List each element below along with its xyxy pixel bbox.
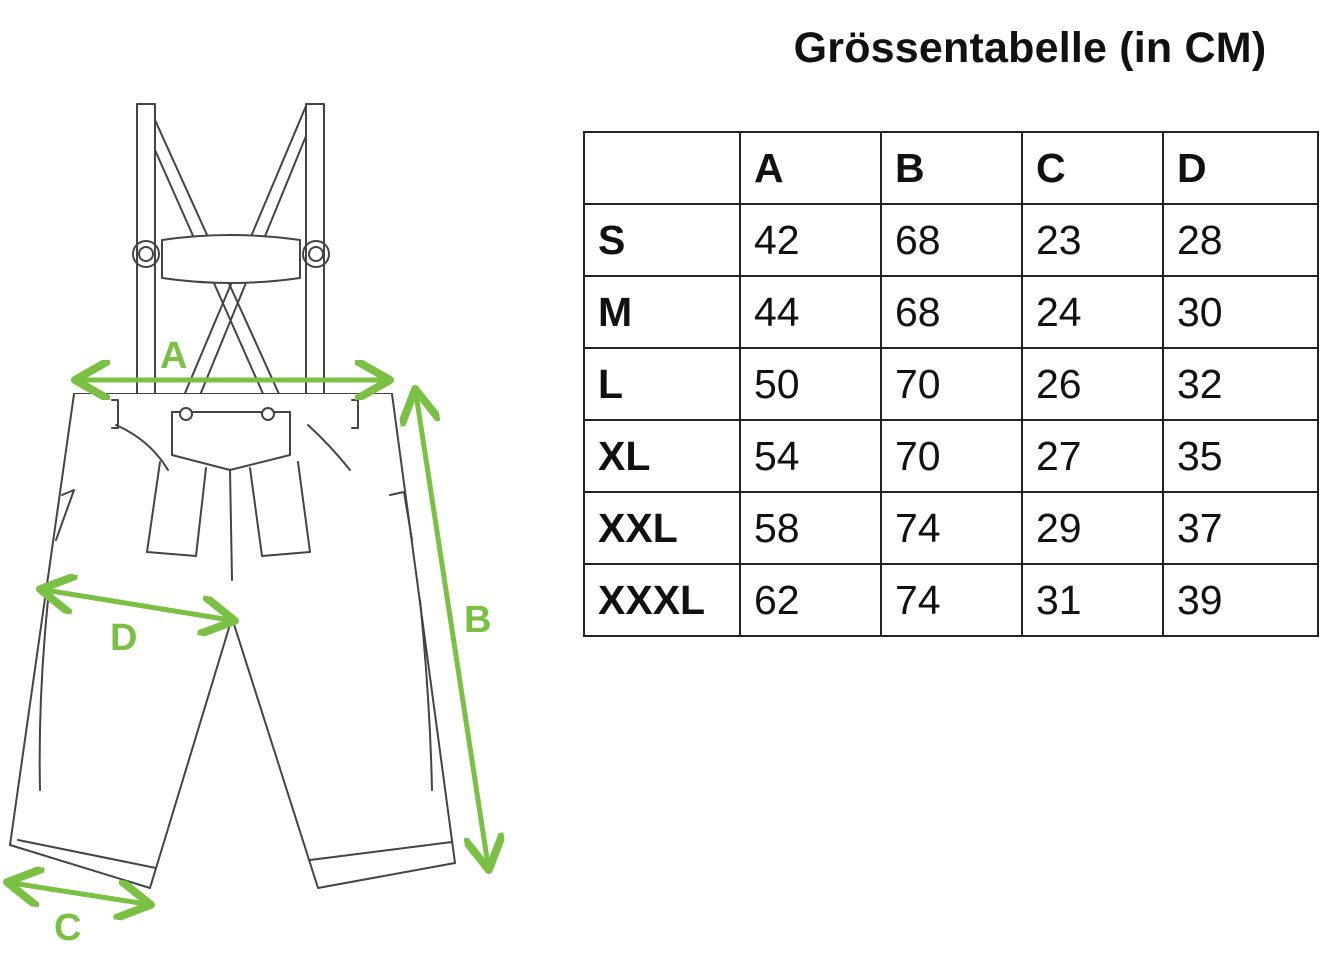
table-row: S 42 68 23 28	[583, 203, 1319, 277]
table-header-c: C	[1021, 131, 1164, 205]
right-panel	[249, 461, 311, 557]
dimension-a-label: A	[160, 335, 187, 377]
table-cell: 29	[1021, 491, 1164, 565]
dimension-c-label: C	[54, 907, 81, 949]
page-title: Grössentabelle (in CM)	[793, 24, 1267, 72]
table-row: L 50 70 26 32	[583, 347, 1319, 421]
table-cell: 23	[1021, 203, 1164, 277]
dimension-b-label: B	[464, 599, 491, 641]
left-side-pocket	[55, 489, 75, 541]
table-cell: 44	[739, 275, 882, 349]
dimension-d-arrow	[45, 590, 230, 620]
table-header-corner	[583, 131, 741, 205]
table-cell: 30	[1162, 275, 1319, 349]
left-pocket-curve	[115, 424, 169, 471]
table-cell: 39	[1162, 563, 1319, 637]
right-strap	[305, 103, 325, 421]
table-cell: 26	[1021, 347, 1164, 421]
size-label: XXL	[583, 491, 741, 565]
table-cell: 70	[880, 347, 1023, 421]
table-row: M 44 68 24 30	[583, 275, 1319, 349]
right-buckle	[302, 240, 330, 268]
table-cell: 35	[1162, 419, 1319, 493]
left-cuff-line	[17, 839, 157, 869]
chest-strap	[161, 234, 301, 284]
table-cell: 74	[880, 491, 1023, 565]
belt-loop-right	[351, 399, 359, 429]
table-cell: 37	[1162, 491, 1319, 565]
size-table: A B C D S 42 68 23 28 M 44 68 24 30 L 50…	[583, 131, 1319, 637]
table-cell: 70	[880, 419, 1023, 493]
table-cell: 28	[1162, 203, 1319, 277]
pants	[9, 393, 456, 889]
table-header-a: A	[739, 131, 882, 205]
table-header-d: D	[1162, 131, 1319, 205]
suspenders	[132, 103, 330, 421]
center-seam	[229, 469, 233, 581]
table-cell: 68	[880, 275, 1023, 349]
size-label: S	[583, 203, 741, 277]
size-label: XXXL	[583, 563, 741, 637]
left-buckle	[132, 240, 160, 268]
table-row: XXL 58 74 29 37	[583, 491, 1319, 565]
size-label: XL	[583, 419, 741, 493]
table-cell: 62	[739, 563, 882, 637]
table-cell: 42	[739, 203, 882, 277]
table-row: XXXL 62 74 31 39	[583, 563, 1319, 637]
table-row: XL 54 70 27 35	[583, 419, 1319, 493]
table-cell: 50	[739, 347, 882, 421]
left-panel	[146, 461, 207, 557]
table-cell: 27	[1021, 419, 1164, 493]
table-cell: 32	[1162, 347, 1319, 421]
dimension-d-label: D	[110, 617, 137, 659]
table-cell: 74	[880, 563, 1023, 637]
dimension-b-arrow	[416, 394, 488, 865]
right-pocket-curve	[307, 424, 351, 471]
table-cell: 54	[739, 419, 882, 493]
belt-loop-left	[111, 399, 119, 429]
table-cell: 24	[1021, 275, 1164, 349]
table-cell: 31	[1021, 563, 1164, 637]
size-label: L	[583, 347, 741, 421]
table-cell: 68	[880, 203, 1023, 277]
lederhosen-diagram: A B C D	[0, 103, 560, 949]
table-cell: 58	[739, 491, 882, 565]
size-label: M	[583, 275, 741, 349]
dimension-labels: A B C D	[54, 335, 491, 949]
table-header-row: A B C D	[583, 131, 1319, 205]
measurement-arrows	[12, 380, 488, 904]
dimension-c-arrow	[12, 883, 146, 904]
table-header-b: B	[880, 131, 1023, 205]
